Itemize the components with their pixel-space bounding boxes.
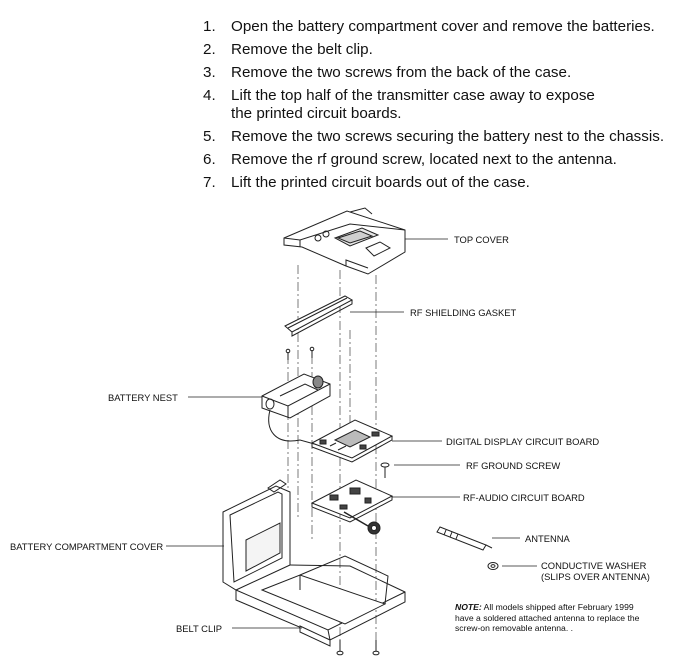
label-digital-display-board: DIGITAL DISPLAY CIRCUIT BOARD (446, 436, 600, 447)
label-conductive-washer: CONDUCTIVE WASHER (SLIPS OVER ANTENNA) (541, 560, 650, 582)
note-prefix: NOTE: (455, 602, 482, 612)
instruction-step: 6. Remove the rf ground screw, located ne… (203, 151, 664, 169)
instruction-list: 1. Open the battery compartment cover and… (203, 18, 664, 197)
instruction-step: 1. Open the battery compartment cover and… (203, 18, 664, 36)
instruction-step: 3. Remove the two screws from the back of… (203, 64, 664, 82)
label-battery-nest: BATTERY NEST (108, 392, 178, 403)
label-rf-shielding-gasket: RF SHIELDING GASKET (410, 307, 517, 318)
step-text: Remove the two screws securing the batte… (231, 128, 665, 145)
step-text: Remove the belt clip. (231, 41, 373, 58)
antenna-part (436, 526, 493, 551)
digital-display-board-part (310, 419, 394, 463)
battery-compartment-case-part (222, 479, 406, 641)
step-number: 5. (203, 128, 216, 145)
instruction-step: 5. Remove the two screws securing the bat… (203, 128, 664, 146)
step-number: 2. (203, 41, 216, 58)
leader-lines (166, 238, 537, 629)
label-rf-audio-board: RF-AUDIO CIRCUIT BOARD (463, 492, 585, 503)
note-text: NOTE: All models shipped after February … (455, 602, 665, 634)
rf-ground-screw-part (380, 462, 390, 478)
belt-clip-part (299, 625, 380, 656)
rf-audio-board-part (310, 479, 394, 535)
step-number: 4. (203, 87, 216, 104)
note-body: All models shipped after February 1999 h… (455, 602, 640, 633)
step-text: Lift the printed circuit boards out of t… (231, 174, 530, 191)
top-cover-part (283, 207, 406, 275)
label-antenna: ANTENNA (525, 533, 570, 544)
step-text: Open the battery compartment cover and r… (231, 18, 655, 35)
step-number: 7. (203, 174, 216, 191)
label-rf-ground-screw: RF GROUND SCREW (466, 460, 561, 471)
instruction-step: 7. Lift the printed circuit boards out of… (203, 174, 664, 192)
battery-nest-part (261, 346, 331, 446)
label-belt-clip: BELT CLIP (176, 623, 223, 634)
step-text: Lift the top half of the transmitter cas… (231, 87, 595, 122)
step-number: 6. (203, 151, 216, 168)
instruction-step: 4. Lift the top half of the transmitter c… (203, 87, 664, 123)
step-number: 3. (203, 64, 216, 81)
label-top-cover: TOP COVER (454, 234, 509, 245)
rf-shielding-gasket-part (284, 295, 354, 337)
conductive-washer-part (487, 562, 499, 570)
step-text: Remove the two screws from the back of t… (231, 64, 572, 81)
label-battery-compartment-cover: BATTERY COMPARTMENT COVER (10, 541, 164, 552)
step-text: Remove the rf ground screw, located next… (231, 151, 617, 168)
step-number: 1. (203, 18, 216, 35)
instruction-step: 2. Remove the belt clip. (203, 41, 664, 59)
